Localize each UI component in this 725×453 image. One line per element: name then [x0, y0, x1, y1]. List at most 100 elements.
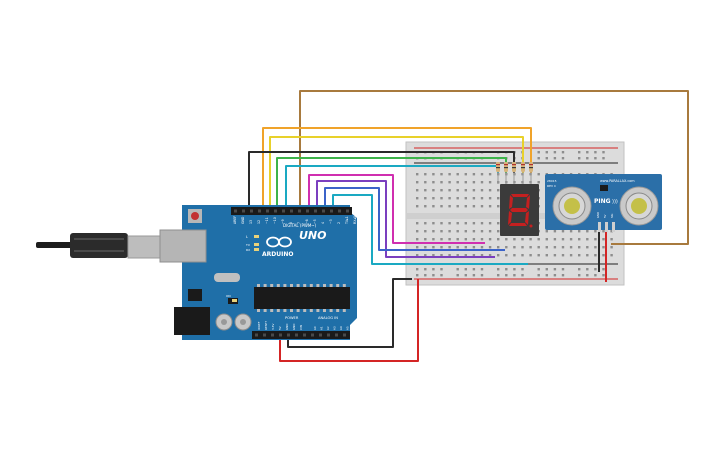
breadboard-hole[interactable] — [561, 274, 565, 277]
breadboard-hole[interactable] — [424, 222, 427, 225]
breadboard-hole[interactable] — [586, 151, 589, 154]
breadboard-hole[interactable] — [448, 230, 451, 233]
header-hole[interactable] — [343, 333, 346, 337]
breadboard-hole[interactable] — [610, 238, 613, 241]
ultrasonic-sensor[interactable]: www.PARALLAX.com 28015 REV C PING ))) GN… — [545, 174, 662, 232]
breadboard-hole[interactable] — [480, 238, 484, 241]
breadboard-hole[interactable] — [586, 238, 589, 241]
breadboard-hole[interactable] — [497, 205, 500, 208]
breadboard-hole[interactable] — [472, 189, 476, 192]
breadboard-hole[interactable] — [464, 222, 467, 225]
breadboard-hole[interactable] — [440, 222, 443, 225]
breadboard-hole[interactable] — [432, 238, 435, 241]
breadboard-hole[interactable] — [586, 274, 589, 277]
header-hole[interactable] — [271, 333, 274, 337]
breadboard-hole[interactable] — [497, 238, 500, 241]
breadboard-hole[interactable] — [594, 151, 597, 154]
breadboard-hole[interactable] — [472, 197, 476, 200]
breadboard-hole[interactable] — [440, 173, 443, 176]
breadboard-hole[interactable] — [472, 246, 476, 249]
breadboard-hole[interactable] — [578, 254, 581, 257]
breadboard-hole[interactable] — [537, 246, 540, 249]
breadboard-hole[interactable] — [537, 274, 540, 277]
breadboard-hole[interactable] — [464, 238, 467, 241]
breadboard-hole[interactable] — [432, 254, 435, 257]
breadboard-hole[interactable] — [545, 254, 548, 257]
breadboard-hole[interactable] — [472, 222, 476, 225]
breadboard-hole[interactable] — [594, 238, 597, 241]
breadboard-hole[interactable] — [456, 246, 459, 249]
breadboard-hole[interactable] — [602, 254, 605, 257]
breadboard-hole[interactable] — [561, 238, 565, 241]
breadboard-hole[interactable] — [416, 197, 419, 200]
breadboard-hole[interactable] — [497, 268, 500, 271]
breadboard-hole[interactable] — [488, 222, 492, 225]
breadboard-hole[interactable] — [432, 268, 435, 271]
sensor-pin[interactable] — [598, 222, 601, 232]
breadboard-hole[interactable] — [497, 246, 500, 249]
breadboard-hole[interactable] — [480, 230, 484, 233]
breadboard-hole[interactable] — [448, 189, 451, 192]
breadboard-hole[interactable] — [602, 238, 605, 241]
breadboard-hole[interactable] — [432, 173, 435, 176]
breadboard-hole[interactable] — [586, 268, 589, 271]
header-hole[interactable] — [314, 209, 317, 213]
breadboard-hole[interactable] — [513, 238, 516, 241]
breadboard-hole[interactable] — [578, 230, 581, 233]
header-hole[interactable] — [255, 333, 258, 337]
breadboard-hole[interactable] — [488, 189, 492, 192]
breadboard-hole[interactable] — [513, 246, 516, 249]
breadboard-hole[interactable] — [561, 230, 565, 233]
breadboard-hole[interactable] — [569, 246, 573, 249]
breadboard-hole[interactable] — [505, 268, 508, 271]
breadboard-hole[interactable] — [432, 230, 435, 233]
breadboard-hole[interactable] — [586, 230, 589, 233]
breadboard-hole[interactable] — [456, 222, 459, 225]
breadboard-hole[interactable] — [440, 189, 443, 192]
breadboard-hole[interactable] — [448, 254, 451, 257]
breadboard-hole[interactable] — [488, 246, 492, 249]
arduino-uno[interactable]: UNO ARDUINO DIGITAL (PWM~) POWER ANALOG … — [36, 205, 357, 340]
breadboard-hole[interactable] — [480, 268, 484, 271]
breadboard-hole[interactable] — [416, 173, 419, 176]
breadboard-hole[interactable] — [561, 157, 565, 160]
breadboard-hole[interactable] — [488, 238, 492, 241]
breadboard-hole[interactable] — [432, 189, 435, 192]
breadboard-hole[interactable] — [610, 246, 613, 249]
resistor-array[interactable] — [496, 162, 533, 184]
breadboard-hole[interactable] — [456, 268, 459, 271]
header-hole[interactable] — [322, 209, 325, 213]
breadboard-hole[interactable] — [464, 197, 467, 200]
header-hole[interactable] — [263, 333, 266, 337]
breadboard-hole[interactable] — [432, 181, 435, 184]
header-hole[interactable] — [242, 209, 245, 213]
breadboard-hole[interactable] — [537, 268, 540, 271]
header-hole[interactable] — [335, 333, 338, 337]
breadboard-hole[interactable] — [545, 230, 548, 233]
breadboard-hole[interactable] — [472, 173, 476, 176]
breadboard-hole[interactable] — [497, 197, 500, 200]
header-hole[interactable] — [298, 209, 301, 213]
breadboard-hole[interactable] — [553, 151, 557, 154]
breadboard-hole[interactable] — [497, 222, 500, 225]
breadboard-hole[interactable] — [424, 205, 427, 208]
breadboard-hole[interactable] — [432, 197, 435, 200]
breadboard-hole[interactable] — [610, 254, 613, 257]
header-hole[interactable] — [311, 333, 314, 337]
breadboard-hole[interactable] — [416, 222, 419, 225]
breadboard-hole[interactable] — [505, 246, 508, 249]
breadboard-hole[interactable] — [537, 181, 540, 184]
breadboard-hole[interactable] — [424, 274, 427, 277]
breadboard-hole[interactable] — [480, 246, 484, 249]
breadboard-hole[interactable] — [545, 274, 548, 277]
breadboard-hole[interactable] — [472, 181, 476, 184]
breadboard-hole[interactable] — [553, 274, 557, 277]
breadboard-hole[interactable] — [602, 268, 605, 271]
breadboard-hole[interactable] — [569, 230, 573, 233]
breadboard-hole[interactable] — [472, 238, 476, 241]
breadboard-hole[interactable] — [448, 205, 451, 208]
breadboard-hole[interactable] — [594, 246, 597, 249]
breadboard-hole[interactable] — [456, 254, 459, 257]
header-hole[interactable] — [258, 209, 261, 213]
breadboard-hole[interactable] — [561, 246, 565, 249]
